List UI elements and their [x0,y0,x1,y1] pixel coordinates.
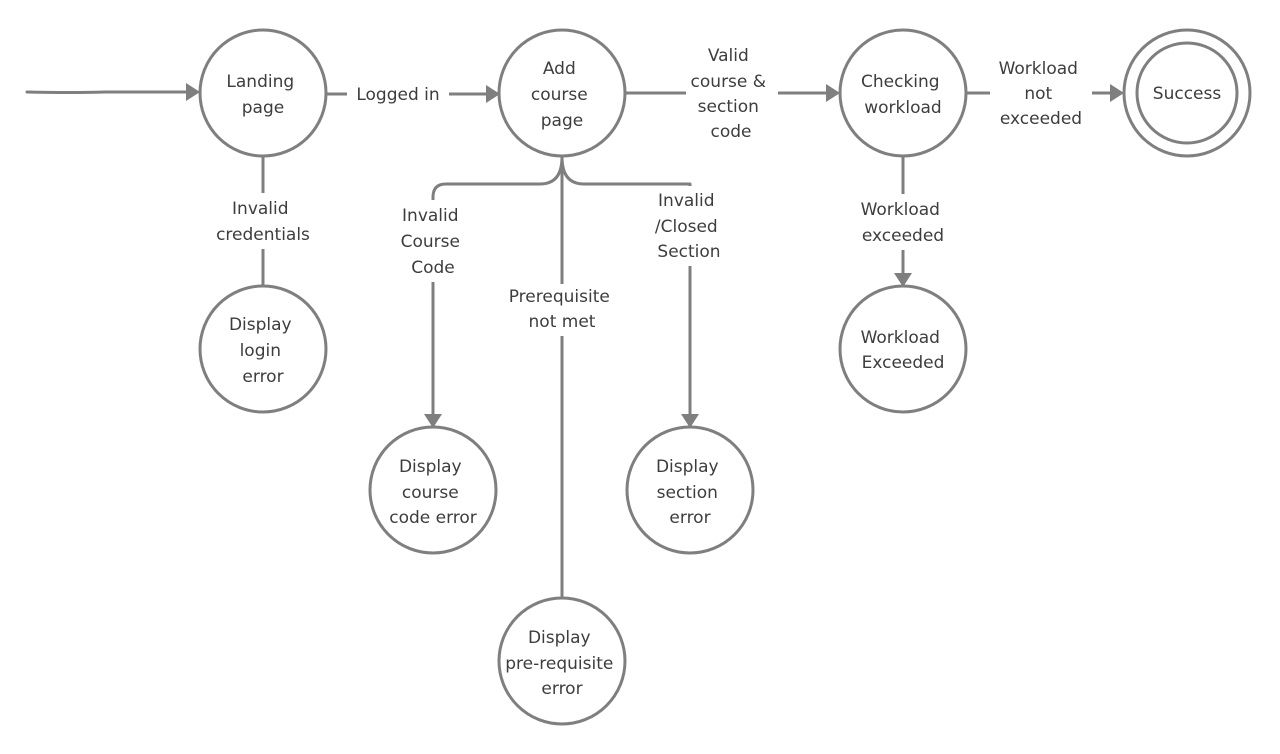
state-workload-exceeded: Workload Exceeded [838,284,968,414]
state-workload-exceeded-label: Workload Exceeded [861,328,946,373]
label-invalid-credentials: Invalid credentials [216,199,310,245]
state-landing-page-label: Landing page [226,72,299,118]
state-display-login-error: Display login error [198,284,328,414]
state-display-section-error: Display section error [625,425,755,555]
edge-labels: Logged in Valid course & section code Wo… [216,46,1084,332]
state-display-prerequisite-error: Display pre-requisite error [497,596,627,726]
state-display-course-code-error: Display course code error [368,425,498,555]
state-checking-workload: Checking workload [838,28,968,158]
label-invalid-course-code: Invalid Course Code [401,206,466,278]
state-display-prerequisite-error-label: Display pre-requisite error [505,628,618,699]
edge-invalid-course-code [424,155,564,428]
state-display-section-error-label: Display section error [656,457,724,528]
state-add-course-page-label: Add course page [531,59,593,131]
label-workload-not-exceeded: Workload not exceeded [999,59,1084,129]
edge-label-backgrounds [205,40,1092,336]
label-prereq-not-met: Prerequisite not met [509,287,616,332]
label-valid-course: Valid course & section code [691,46,772,142]
edge-start [25,83,200,101]
nodes-layer: Landing page Add course page Checking wo… [198,28,1252,726]
state-landing-page: Landing page [198,28,328,158]
state-success: Success [1122,28,1252,158]
label-workload-exceeded: Workload exceeded [861,200,946,246]
state-success-label: Success [1153,84,1222,104]
state-add-course-page: Add course page [497,28,627,158]
label-logged-in: Logged in [356,85,439,105]
state-checking-workload-label: Checking workload [861,72,945,118]
state-display-course-code-error-label: Display course code error [389,457,477,528]
edge-invalid-section [560,155,699,428]
label-invalid-section: Invalid /Closed Section [655,191,723,262]
state-display-login-error-label: Display login error [229,315,297,387]
